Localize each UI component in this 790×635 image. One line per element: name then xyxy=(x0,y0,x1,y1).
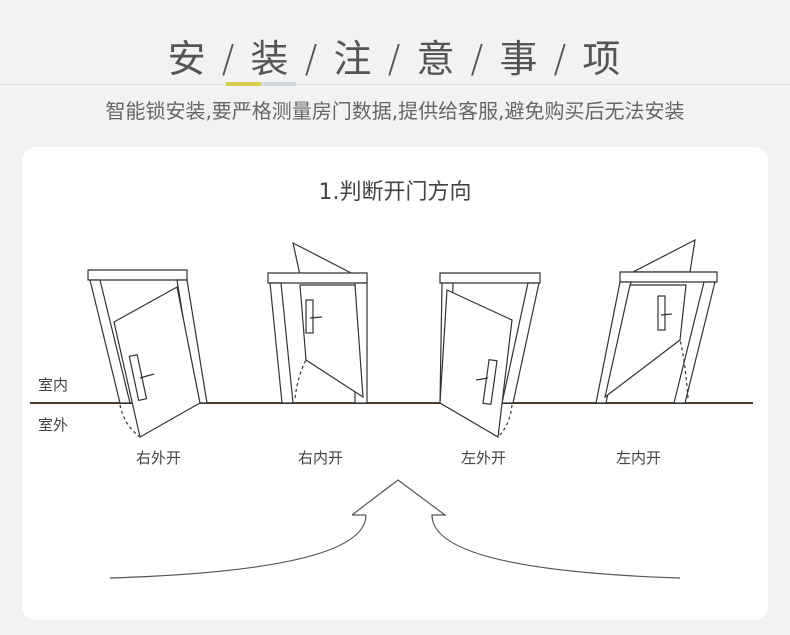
door-label: 左内开 xyxy=(616,449,662,467)
accent-bar xyxy=(226,82,261,86)
section-heading: 1.判断开门方向 xyxy=(318,180,472,205)
door-right-inward-icon xyxy=(267,241,368,404)
door-left-inward-icon xyxy=(595,238,718,404)
divider xyxy=(0,84,790,85)
indoor-label: 室内 xyxy=(38,376,69,394)
door-left-outward-icon xyxy=(439,272,541,438)
outdoor-label: 室外 xyxy=(38,416,69,434)
door-label: 右内开 xyxy=(298,449,344,467)
accent-bar-gray xyxy=(261,82,296,86)
subtitle: 智能锁安装,要严格测量房门数据,提供给客服,避免购买后无法安装 xyxy=(105,99,685,123)
door-label: 左外开 xyxy=(461,449,507,467)
arrow-up-icon xyxy=(109,479,681,579)
page-title: 安 / 装 / 注 / 意 / 事 / 项 xyxy=(167,37,623,81)
door-right-outward-icon xyxy=(87,269,208,438)
door-label: 右外开 xyxy=(136,449,182,467)
